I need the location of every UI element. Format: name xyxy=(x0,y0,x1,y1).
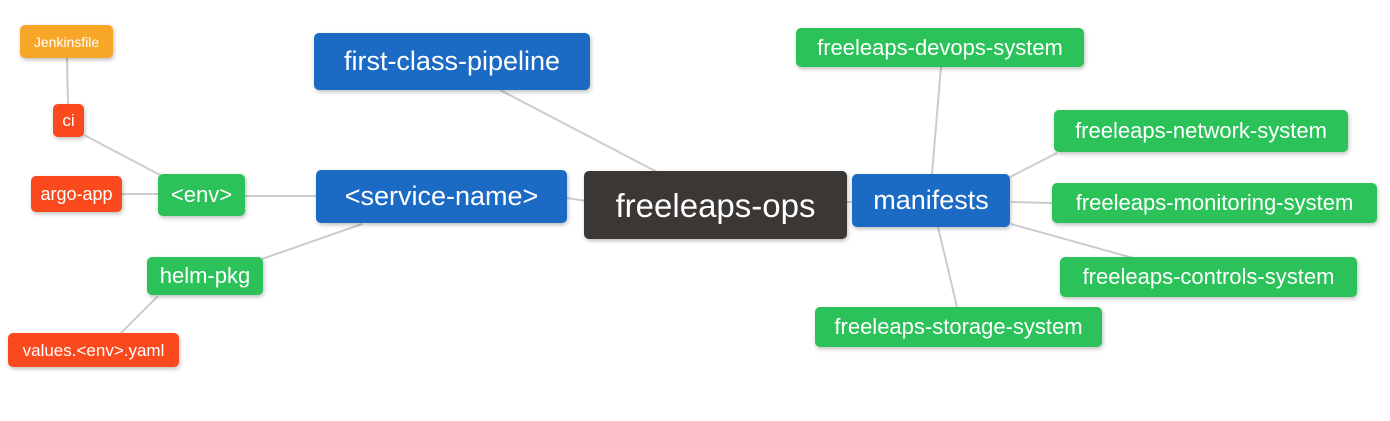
env-node-label: <env> xyxy=(170,182,233,207)
edge-values-env-yaml-to-helm-pkg xyxy=(120,295,159,334)
devops-system-node-label: freeleaps-devops-system xyxy=(817,34,1063,60)
ci-node[interactable]: ci xyxy=(53,104,84,137)
values-env-yaml-node[interactable]: values.<env>.yaml xyxy=(8,333,179,367)
freeleaps-ops-node[interactable]: freeleaps-ops xyxy=(584,171,847,239)
manifests-node-label: manifests xyxy=(873,185,989,215)
controls-system-node[interactable]: freeleaps-controls-system xyxy=(1060,257,1357,297)
monitoring-system-node[interactable]: freeleaps-monitoring-system xyxy=(1052,183,1377,223)
freeleaps-ops-node-label: freeleaps-ops xyxy=(615,186,816,224)
network-system-node[interactable]: freeleaps-network-system xyxy=(1054,110,1348,152)
service-name-node-label: <service-name> xyxy=(344,181,539,211)
storage-system-node-label: freeleaps-storage-system xyxy=(834,314,1083,339)
argo-app-node-label: argo-app xyxy=(40,184,113,204)
storage-system-node[interactable]: freeleaps-storage-system xyxy=(815,307,1102,347)
edge-manifests-to-devops-system xyxy=(931,66,942,175)
edge-service-name-to-freeleaps-ops xyxy=(566,197,587,202)
values-env-yaml-node-label: values.<env>.yaml xyxy=(22,340,165,360)
edge-manifests-to-controls-system xyxy=(1010,223,1134,259)
edge-manifests-to-network-system xyxy=(1009,152,1058,178)
first-class-pipeline-node-label: first-class-pipeline xyxy=(343,46,561,76)
controls-system-node-label: freeleaps-controls-system xyxy=(1082,264,1335,289)
ci-node-label: ci xyxy=(62,111,75,130)
jenkinsfile-node-label: Jenkinsfile xyxy=(33,33,100,50)
env-node[interactable]: <env> xyxy=(158,174,245,216)
network-system-node-label: freeleaps-network-system xyxy=(1075,118,1327,143)
helm-pkg-node[interactable]: helm-pkg xyxy=(147,257,263,295)
first-class-pipeline-node[interactable]: first-class-pipeline xyxy=(314,33,590,90)
edge-helm-pkg-to-service-name xyxy=(261,223,363,260)
helm-pkg-node-label: helm-pkg xyxy=(159,263,251,288)
jenkinsfile-node[interactable]: Jenkinsfile xyxy=(20,25,113,58)
edge-manifests-to-monitoring-system xyxy=(1010,201,1053,204)
edge-first-class-pipeline-to-freeleaps-ops xyxy=(499,89,658,173)
service-name-node[interactable]: <service-name> xyxy=(316,170,567,223)
edge-manifests-to-storage-system xyxy=(937,226,958,308)
edge-ci-to-env xyxy=(83,134,161,176)
devops-system-node[interactable]: freeleaps-devops-system xyxy=(796,28,1084,67)
monitoring-system-node-label: freeleaps-monitoring-system xyxy=(1075,190,1354,215)
argo-app-node[interactable]: argo-app xyxy=(31,176,122,212)
manifests-node[interactable]: manifests xyxy=(852,174,1010,227)
edge-jenkinsfile-to-ci xyxy=(66,57,69,105)
